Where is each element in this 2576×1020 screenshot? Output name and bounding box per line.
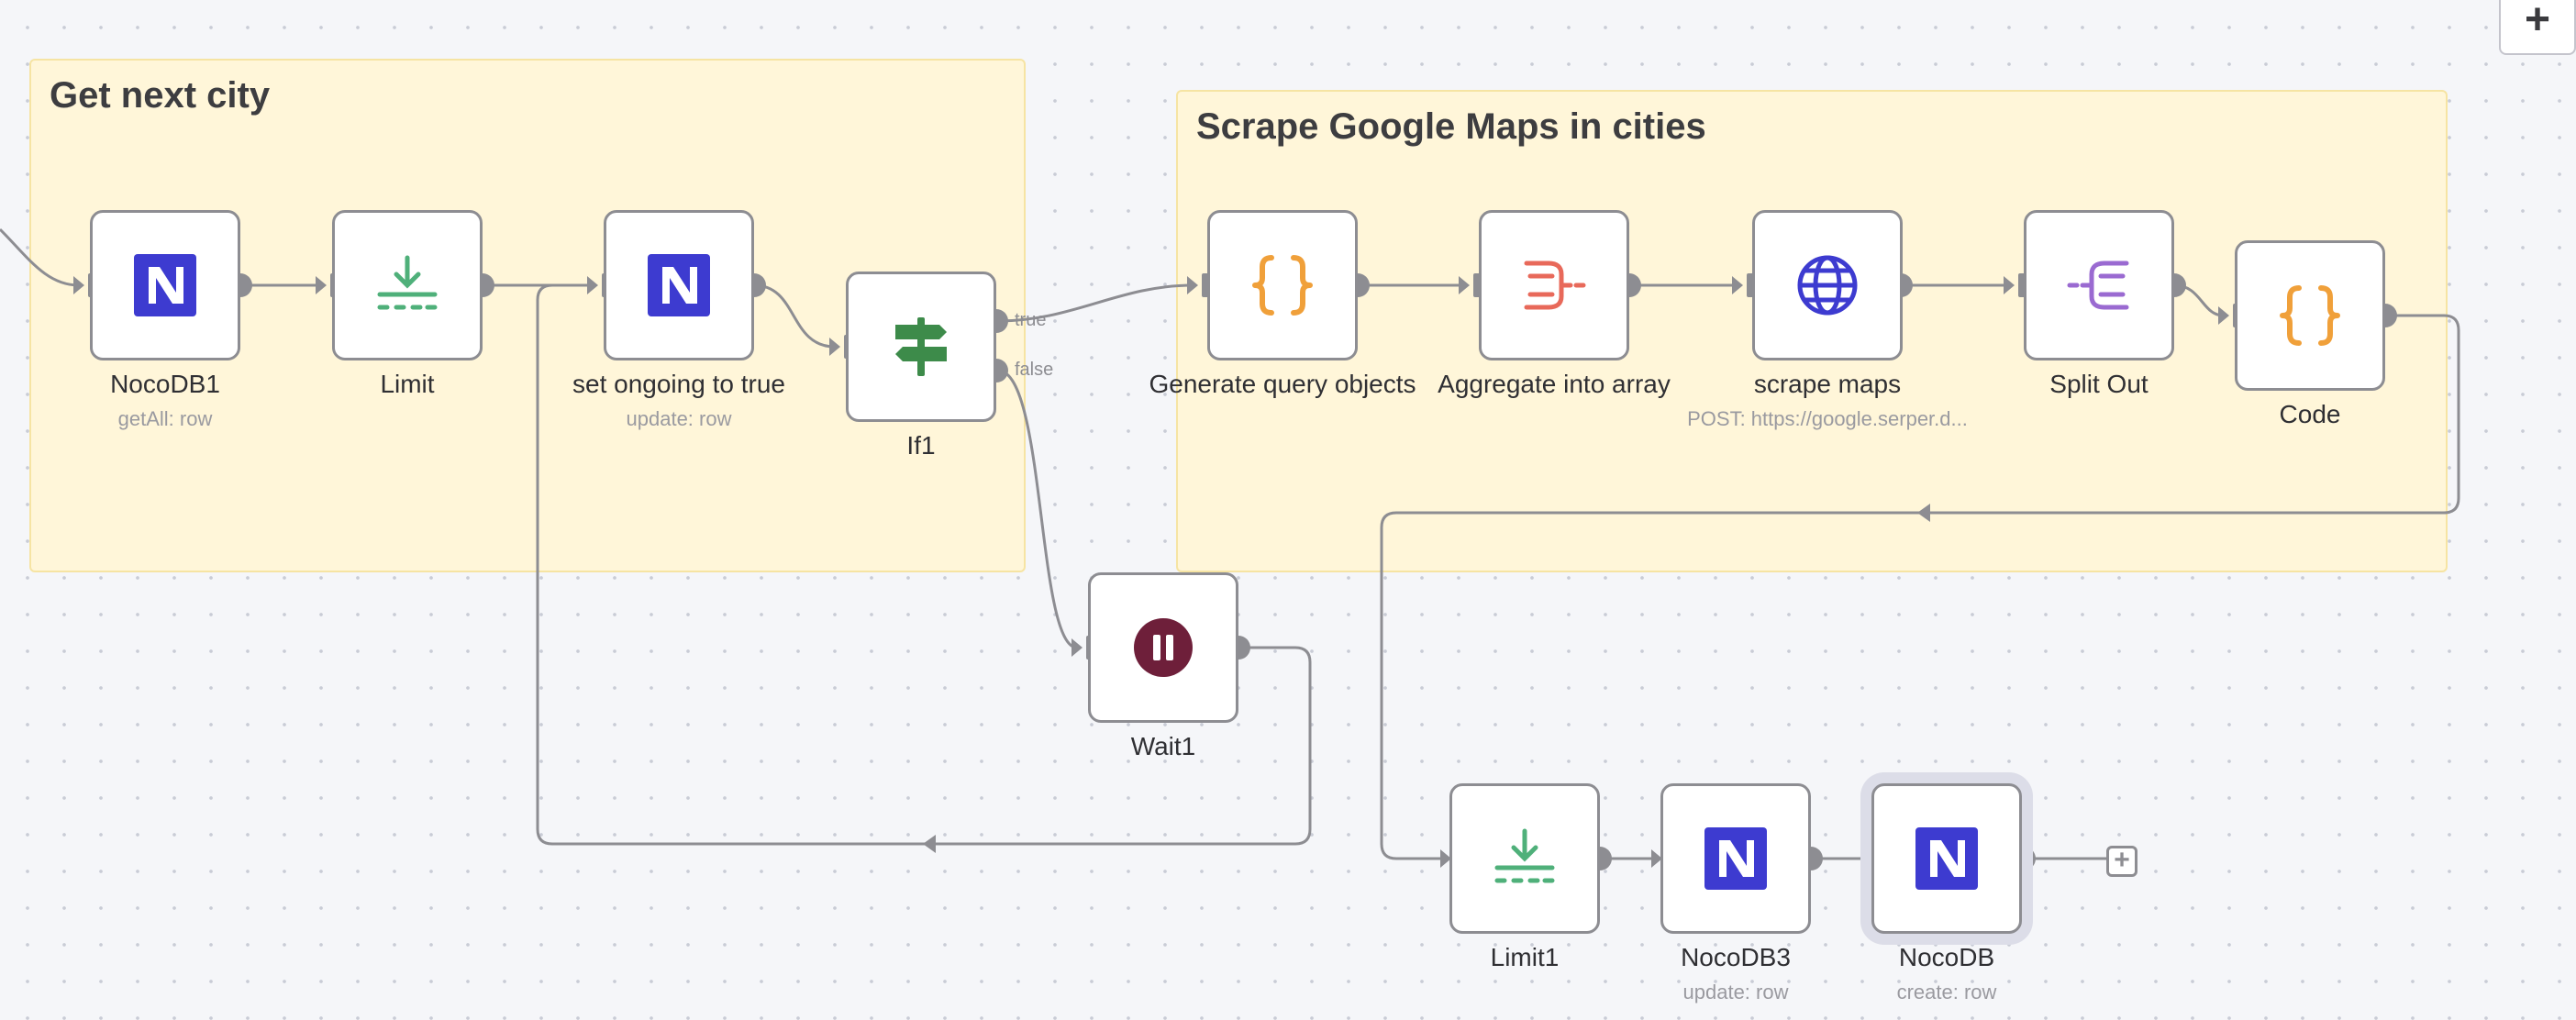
node-label: NocoDB1 — [110, 370, 220, 398]
node-label: set ongoing to true — [572, 370, 785, 398]
node-label: NocoDB — [1898, 943, 1995, 971]
node-subtitle: update: row — [626, 407, 732, 430]
node-limit[interactable] — [332, 210, 483, 360]
node-subtitle: POST: https://google.serper.d... — [1687, 407, 1968, 430]
node-wait1[interactable] — [1088, 572, 1238, 723]
edge-if1-false-to-wait1 — [997, 369, 1078, 649]
node-subtitle: getAll: row — [117, 407, 213, 430]
node-label: Wait1 — [1130, 732, 1196, 760]
node-label: Limit1 — [1490, 943, 1560, 971]
node-limit1[interactable] — [1449, 783, 1600, 934]
nocodb-icon — [1915, 827, 1978, 890]
globe-icon — [1797, 255, 1858, 316]
nocodb-icon — [134, 254, 196, 316]
branch-label-true: true — [1015, 310, 1047, 330]
node-aggregate-into-array[interactable] — [1479, 210, 1629, 360]
node-nocodb1[interactable] — [90, 210, 240, 360]
node-label: Limit — [380, 370, 435, 398]
node-label: Generate query objects — [1149, 370, 1416, 398]
node-label: If1 — [906, 431, 936, 460]
edge-trigger-to-nocodb1 — [0, 227, 80, 287]
limit-icon — [377, 255, 438, 310]
edge-if1-true-to-generate-query — [997, 283, 1194, 323]
node-set-ongoing-to-true[interactable] — [604, 210, 754, 360]
aggregate-icon — [1524, 261, 1586, 310]
node-label: scrape maps — [1753, 370, 1902, 398]
node-if1[interactable] — [846, 272, 996, 422]
node-scrape-maps[interactable] — [1752, 210, 1903, 360]
pause-icon — [1134, 618, 1193, 677]
node-split-out[interactable] — [2024, 210, 2174, 360]
node-generate-query-objects[interactable] — [1207, 210, 1358, 360]
node-code[interactable] — [2235, 240, 2385, 391]
add-node-panel-button[interactable]: + — [2499, 0, 2576, 55]
edge-set-ongoing-to-if1 — [753, 283, 836, 349]
branch-label-false: false — [1015, 360, 1054, 380]
node-nocodb[interactable] — [1871, 783, 2022, 934]
node-label: Code — [2279, 400, 2341, 428]
add-node-button[interactable]: + — [2106, 846, 2137, 877]
node-label: Aggregate into array — [1438, 370, 1671, 398]
node-subtitle: update: row — [1682, 981, 1789, 1003]
nocodb-icon — [648, 254, 710, 316]
sticky-title: Scrape Google Maps in cities — [1196, 106, 1706, 147]
limit-icon — [1494, 828, 1555, 883]
node-subtitle: create: row — [1896, 981, 1997, 1003]
node-label: NocoDB3 — [1681, 943, 1791, 971]
code-braces-icon — [2280, 285, 2340, 346]
node-label: Split Out — [2049, 370, 2149, 398]
sticky-title: Get next city — [50, 75, 271, 116]
node-nocodb3[interactable] — [1660, 783, 1811, 934]
split-icon — [2067, 261, 2129, 310]
code-braces-icon — [1252, 255, 1313, 316]
nocodb-icon — [1704, 827, 1767, 890]
signpost-icon — [895, 317, 947, 376]
